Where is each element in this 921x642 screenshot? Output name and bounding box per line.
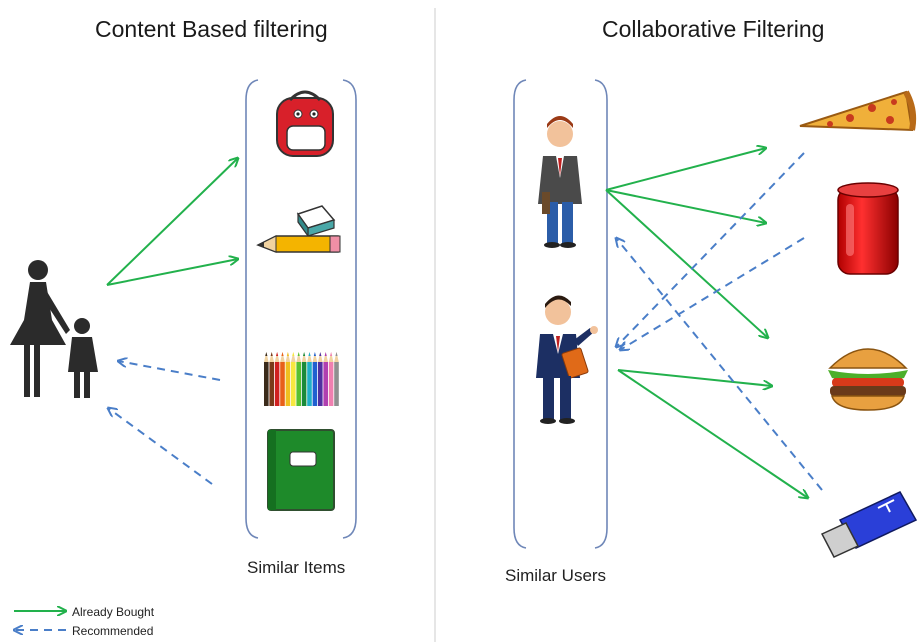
- man-standing-icon: [538, 116, 582, 248]
- bought-arrows: [106, 148, 808, 498]
- similar-users-label: Similar Users: [505, 566, 607, 585]
- eraser-pencil-icon: [256, 205, 341, 253]
- colored-pencils-icon: [264, 352, 339, 406]
- jar-icon: [837, 182, 899, 275]
- legend-bought-label: Already Bought: [72, 605, 155, 619]
- pizza-icon: [799, 90, 917, 132]
- usb-drive-icon: [820, 491, 918, 558]
- recommended-arrow: [108, 408, 213, 485]
- similar-items-bracket: [245, 79, 357, 539]
- recommended-arrow: [620, 237, 805, 350]
- recommended-arrow: [616, 152, 805, 347]
- burger-icon: [828, 348, 908, 411]
- content-based-title: Content Based filtering: [95, 16, 328, 42]
- recommended-arrow: [616, 238, 823, 491]
- mother-child-icon: [10, 260, 98, 398]
- bought-arrow: [617, 369, 772, 386]
- bought-arrow: [106, 158, 238, 286]
- similar-items-label: Similar Items: [247, 558, 346, 577]
- similar-users-bracket: [513, 79, 608, 549]
- bought-arrow: [605, 189, 768, 338]
- recommended-arrow: [118, 361, 221, 381]
- legend-recommended-label: Recommended: [72, 624, 154, 638]
- bought-arrow: [605, 148, 766, 191]
- bought-arrow: [106, 259, 238, 286]
- backpack-icon: [276, 90, 334, 157]
- bought-arrow: [617, 369, 808, 498]
- bought-arrow: [605, 189, 766, 223]
- recommended-arrows: [108, 152, 823, 491]
- notebook-icon: [267, 429, 335, 511]
- man-presenting-icon: [536, 295, 598, 424]
- collaborative-title: Collaborative Filtering: [602, 16, 825, 42]
